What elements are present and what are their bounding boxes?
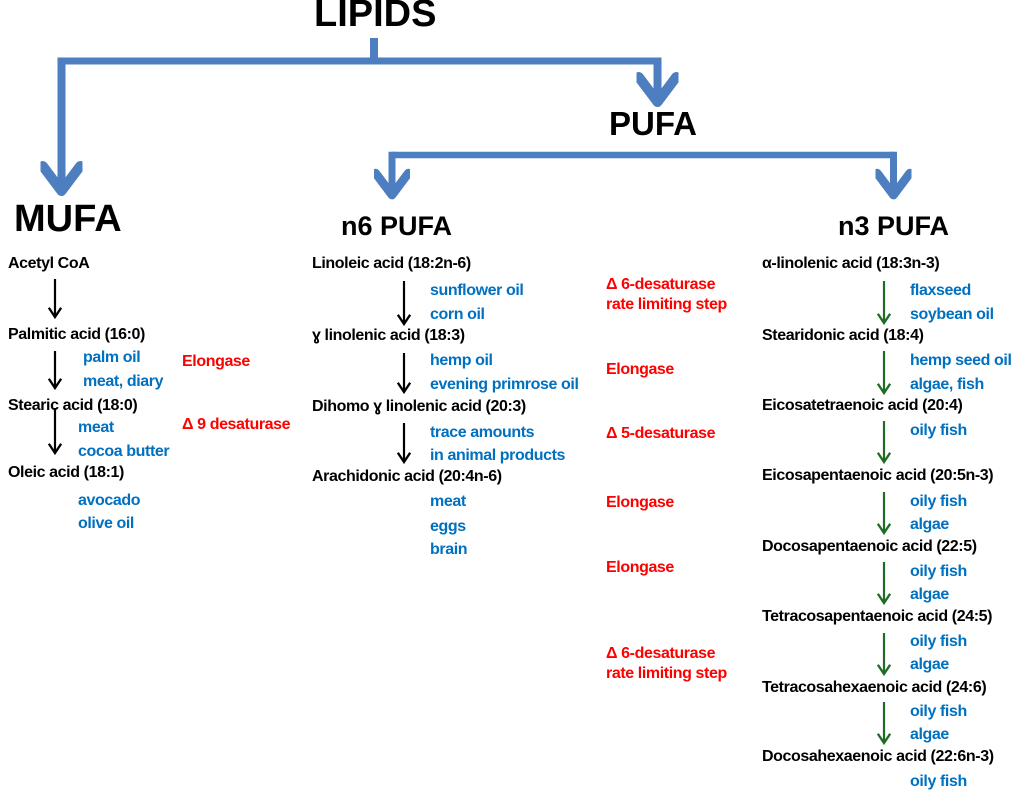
enzyme-elongase: Elongase — [182, 353, 250, 370]
source-label: corn oil — [430, 306, 485, 323]
header-pufa: PUFA — [609, 105, 698, 142]
node-eicosatetraenoic-acid: Eicosatetraenoic acid (20:4) — [762, 397, 963, 414]
node-oleic-acid: Oleic acid (18:1) — [8, 464, 124, 481]
source-label: cocoa butter — [78, 443, 170, 460]
enzyme-delta6-desaturase: Δ 6-desaturase — [606, 276, 716, 293]
node-stearic-acid: Stearic acid (18:0) — [8, 397, 138, 414]
source-label: sunflower oil — [430, 282, 524, 299]
node-alpha-linolenic-acid: α-linolenic acid (18:3n-3) — [762, 255, 940, 272]
enzyme-delta9-desaturase: Δ 9 desaturase — [182, 416, 291, 433]
diagram-title: LIPIDS — [314, 0, 437, 35]
enzyme-delta5-desaturase: Δ 5-desaturase — [606, 425, 716, 442]
node-arachidonic-acid: Arachidonic acid (20:4n-6) — [312, 468, 502, 485]
source-label: brain — [430, 541, 468, 558]
node-stearidonic-acid: Stearidonic acid (18:4) — [762, 327, 924, 344]
source-label: oily fish — [910, 493, 967, 510]
source-label: avocado — [78, 492, 141, 509]
node-linoleic-acid: Linoleic acid (18:2n-6) — [312, 255, 471, 272]
source-label: meat — [430, 493, 466, 510]
source-label: in animal products — [430, 447, 566, 464]
source-label: trace amounts — [430, 424, 535, 441]
source-label: algae — [910, 656, 949, 673]
node-eicosapentaenoic-acid: Eicosapentaenoic acid (20:5n-3) — [762, 467, 994, 484]
node-docosapentaenoic-acid: Docosapentaenoic acid (22:5) — [762, 538, 977, 555]
source-label: algae, fish — [910, 376, 984, 393]
source-label: palm oil — [83, 349, 141, 366]
enzyme-delta6-desaturase: Δ 6-desaturase — [606, 645, 716, 662]
source-label: meat — [78, 419, 114, 436]
source-label: oily fish — [910, 703, 967, 720]
source-label: eggs — [430, 518, 466, 535]
source-label: evening primrose oil — [430, 376, 579, 393]
enzyme-rate-limiting: rate limiting step — [606, 296, 727, 313]
node-acetyl-coa: Acetyl CoA — [8, 255, 90, 272]
source-label: olive oil — [78, 515, 134, 532]
node-tetracosapentaenoic-acid: Tetracosapentaenoic acid (24:5) — [762, 608, 993, 625]
enzyme-rate-limiting: rate limiting step — [606, 665, 727, 682]
source-label: hemp seed oil — [910, 352, 1012, 369]
source-label: algae — [910, 726, 949, 743]
node-palmitic-acid: Palmitic acid (16:0) — [8, 326, 145, 343]
node-dihomo-gamma-linolenic-acid: Dihomo ɣ linolenic acid (20:3) — [312, 398, 526, 415]
source-label: oily fish — [910, 633, 967, 650]
source-label: meat, diary — [83, 373, 164, 390]
source-label: hemp oil — [430, 352, 493, 369]
source-label: algae — [910, 586, 949, 603]
node-gamma-linolenic-acid: ɣ linolenic acid (18:3) — [312, 327, 465, 344]
source-label: flaxseed — [910, 282, 971, 299]
header-mufa: MUFA — [14, 198, 122, 240]
enzyme-elongase: Elongase — [606, 559, 674, 576]
header-n6-pufa: n6 PUFA — [341, 211, 453, 241]
header-n3-pufa: n3 PUFA — [838, 211, 950, 241]
source-label: algae — [910, 516, 949, 533]
enzyme-elongase: Elongase — [606, 494, 674, 511]
node-docosahexaenoic-acid: Docosahexaenoic acid (22:6n-3) — [762, 748, 994, 765]
source-label: soybean oil — [910, 306, 994, 323]
source-label: oily fish — [910, 773, 967, 790]
enzyme-elongase: Elongase — [606, 361, 674, 378]
source-label: oily fish — [910, 563, 967, 580]
node-tetracosahexaenoic-acid: Tetracosahexaenoic acid (24:6) — [762, 679, 987, 696]
source-label: oily fish — [910, 422, 967, 439]
